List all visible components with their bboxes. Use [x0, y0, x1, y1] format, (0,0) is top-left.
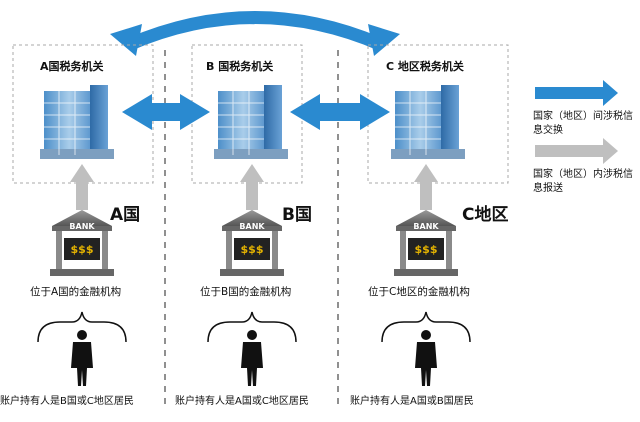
authority-title-a: A国税务机关: [40, 60, 104, 73]
bank-b-icon: [220, 210, 284, 276]
bank-c-money: $$$: [415, 243, 438, 256]
person-a-icon: [71, 330, 93, 386]
tax-building-a-icon: [40, 85, 114, 159]
bank-caption-c: 位于C地区的金融机构: [368, 286, 470, 298]
bank-caption-b: 位于B国的金融机构: [200, 286, 292, 298]
country-label-a: A国: [110, 205, 141, 225]
bank-a-sign: BANK: [69, 222, 95, 231]
tax-building-c-icon: [391, 85, 465, 159]
holder-caption-a: 账户持有人是B国或C地区居民: [0, 396, 134, 407]
bank-caption-a: 位于A国的金融机构: [30, 286, 122, 298]
bank-c-icon: [394, 210, 458, 276]
holder-caption-b: 账户持有人是A国或C地区居民: [175, 396, 309, 407]
bank-b-sign: BANK: [239, 222, 265, 231]
legend-exchange-label: 国家（地区）间涉税信息交换: [533, 111, 633, 136]
holder-brace-a: [37, 311, 127, 343]
legend-report-label: 国家（地区）内涉税信息报送: [533, 169, 633, 194]
country-label-c: C地区: [462, 205, 509, 225]
holder-brace-c: [381, 311, 471, 343]
authority-title-b: B 国税务机关: [206, 60, 274, 73]
person-c-icon: [415, 330, 437, 386]
bank-c-sign: BANK: [413, 222, 439, 231]
country-label-b: B国: [282, 205, 312, 225]
bank-a-money: $$$: [71, 243, 94, 256]
report-arrow-c: [414, 164, 438, 210]
legend-report-arrow-icon: [535, 138, 618, 164]
exchange-arrow-b-c: [290, 94, 390, 130]
bank-a-icon: [50, 210, 114, 276]
tax-building-b-icon: [214, 85, 288, 159]
bank-b-money: $$$: [241, 243, 264, 256]
exchange-arc-a-c: [110, 11, 400, 56]
authority-title-c: C 地区税务机关: [386, 60, 464, 73]
person-b-icon: [241, 330, 263, 386]
exchange-arrow-a-b: [122, 94, 210, 130]
legend-exchange-arrow-icon: [535, 80, 618, 106]
holder-caption-c: 账户持有人是A国或B国居民: [350, 396, 474, 407]
report-arrow-b: [240, 164, 264, 210]
report-arrow-a: [70, 164, 94, 210]
holder-brace-b: [207, 311, 297, 343]
